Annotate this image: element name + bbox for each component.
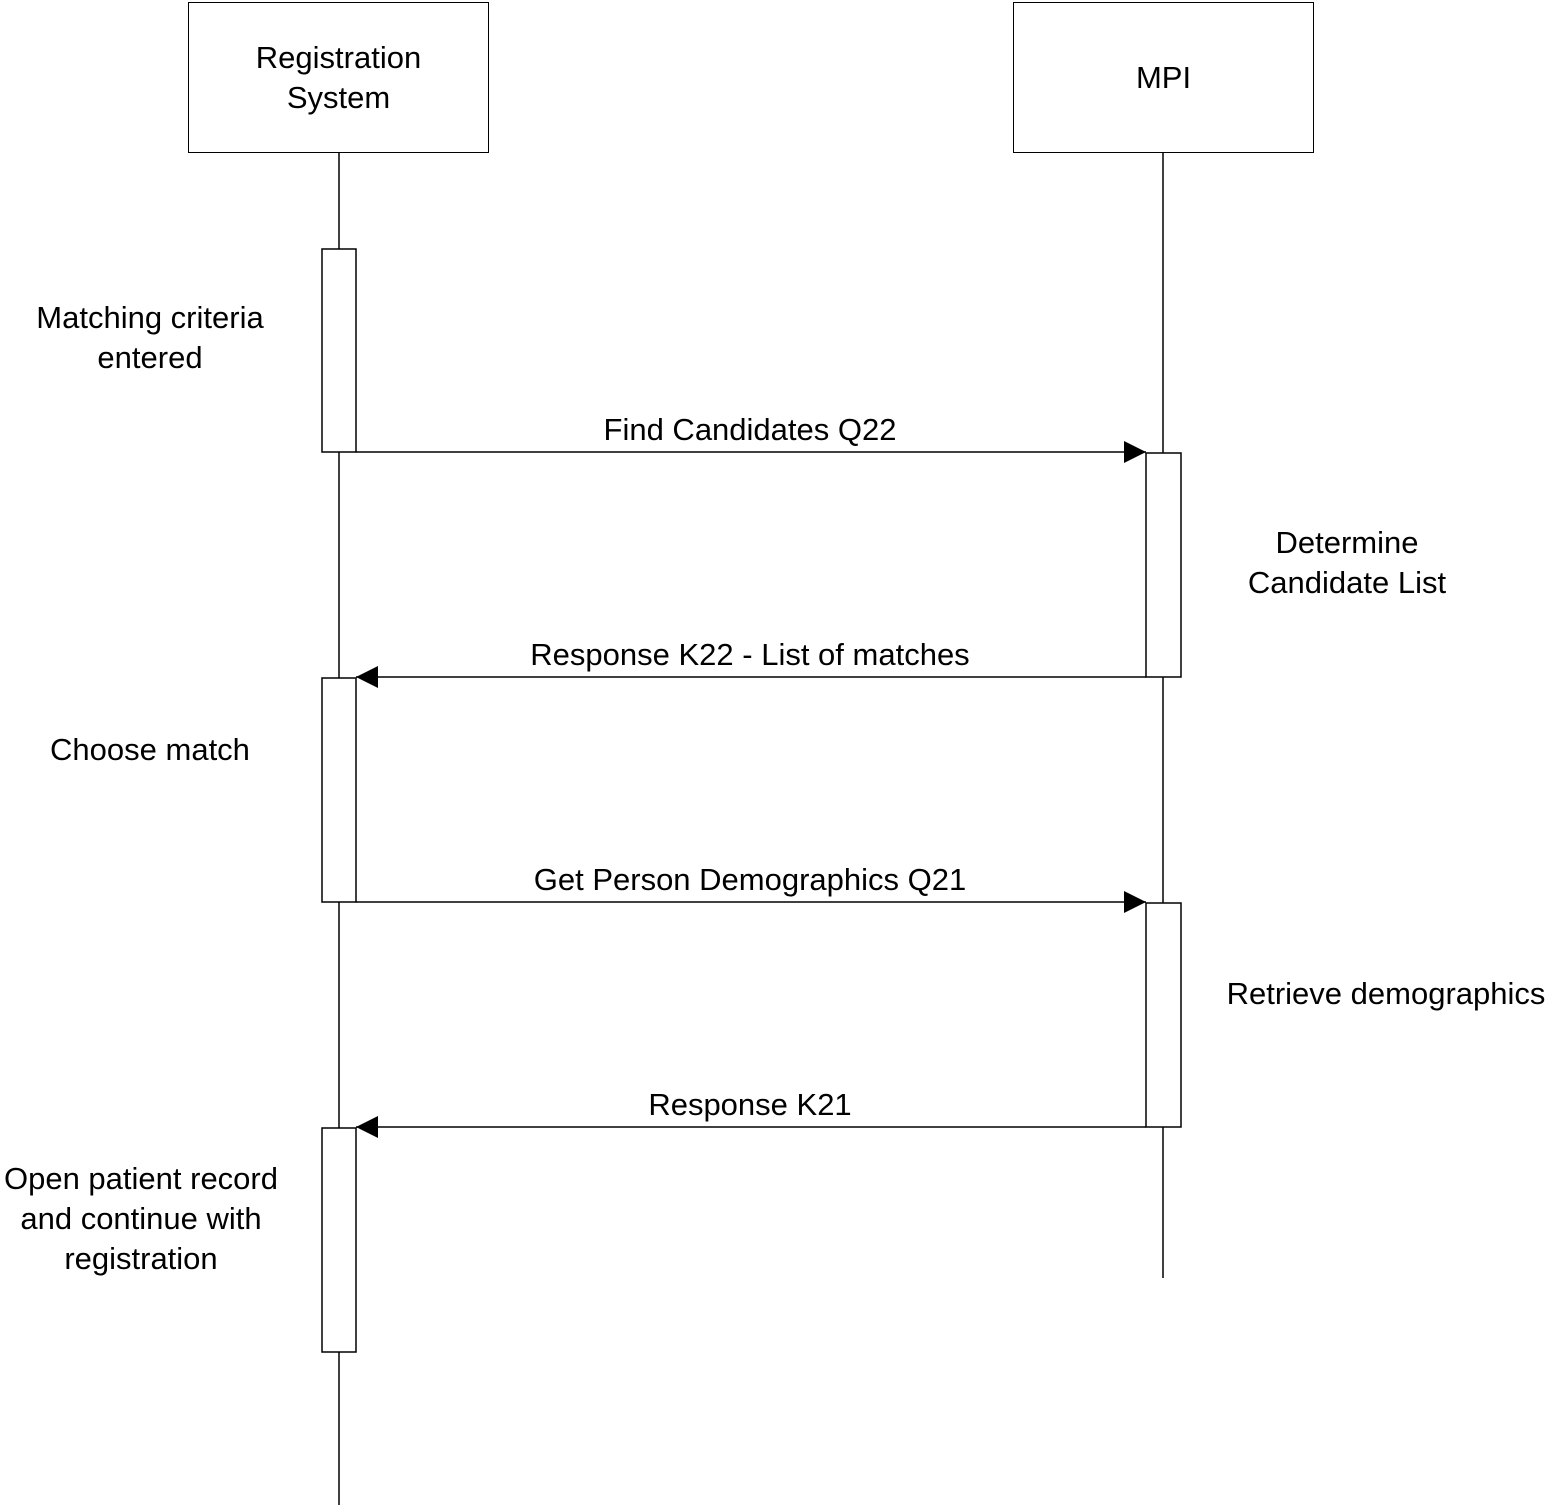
activation-registration-3 <box>321 1127 357 1353</box>
actor-mpi-label: MPI <box>1135 59 1192 95</box>
actor-registration-system: Registration System <box>188 2 489 153</box>
note-retrieve-demographics: Retrieve demographics <box>1226 976 1546 1011</box>
activation-mpi-1 <box>1145 452 1182 678</box>
note-open-patient-record: Open patient record and continue with re… <box>3 1161 278 1276</box>
actor-mpi: MPI <box>1013 2 1314 153</box>
message-label-find-candidates: Find Candidates Q22 <box>603 412 897 447</box>
activation-registration-2 <box>321 677 357 903</box>
note-choose-match: Choose match <box>50 732 250 767</box>
note-matching-criteria: Matching criteria entered <box>36 300 264 375</box>
message-label-response-k22: Response K22 - List of matches <box>530 637 970 672</box>
note-determine-candidate-list: Determine Candidate List <box>1247 525 1447 600</box>
actor-registration-label: Registration System <box>255 39 422 115</box>
message-label-get-demographics: Get Person Demographics Q21 <box>533 862 967 897</box>
message-label-response-k21: Response K21 <box>648 1087 852 1122</box>
activation-registration-1 <box>321 248 357 453</box>
activation-mpi-2 <box>1145 902 1182 1128</box>
